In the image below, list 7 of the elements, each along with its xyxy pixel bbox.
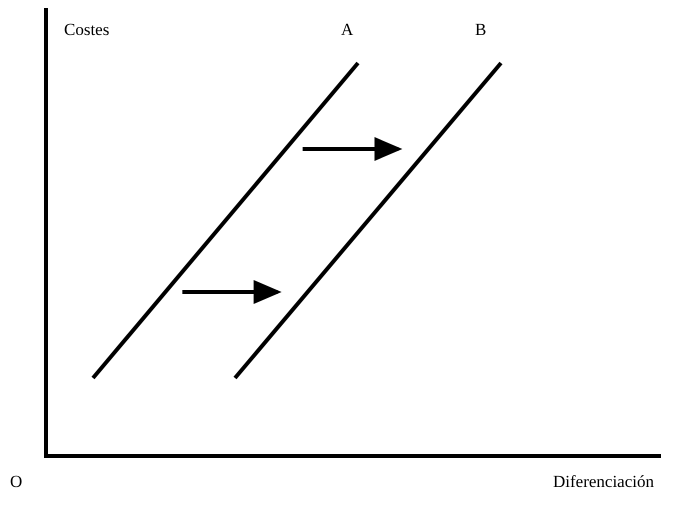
- curve-label: B: [475, 20, 486, 40]
- axis-label: Diferenciación: [553, 472, 654, 492]
- shift-arrow: [302, 137, 402, 161]
- origin-label: O: [10, 472, 22, 492]
- shift-arrow: [182, 280, 282, 304]
- curve-label: A: [341, 20, 354, 40]
- axis-label: Costes: [64, 20, 110, 40]
